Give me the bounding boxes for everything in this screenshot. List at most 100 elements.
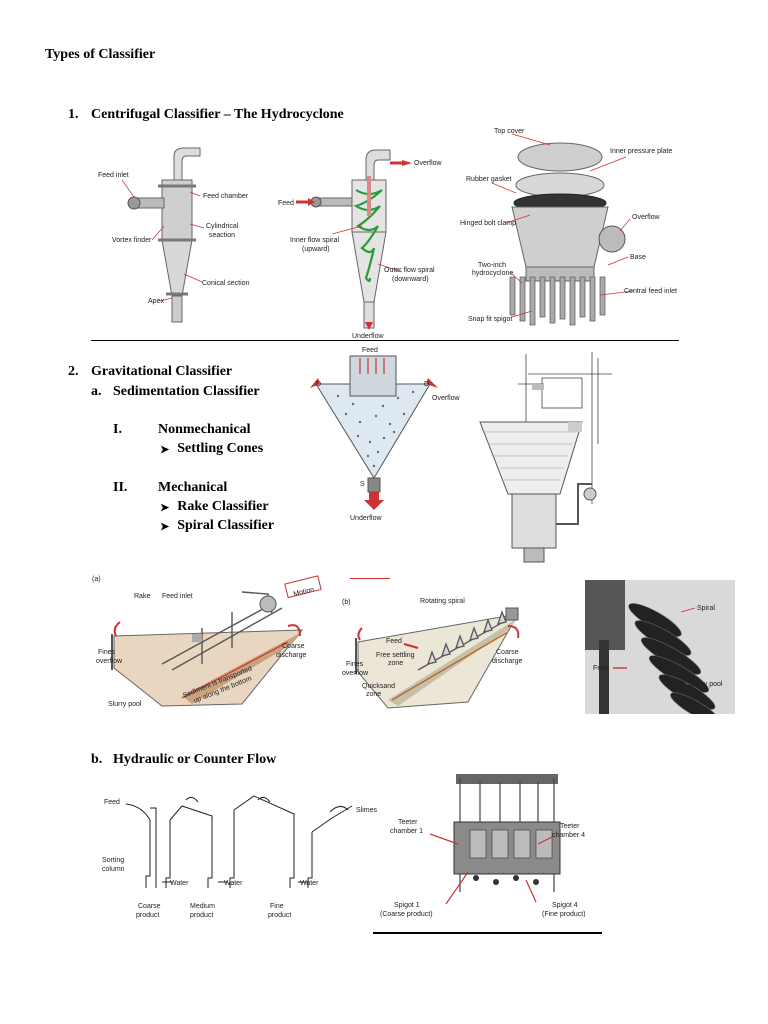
bullet-text: Spiral Classifier	[177, 518, 275, 533]
label-apex: Apex	[148, 298, 164, 305]
settling-cone-diagram: Feed D D Overflow S Underflow	[310, 347, 461, 522]
label-feed: Feed	[362, 347, 378, 354]
label-quicksand-zone: zone	[366, 691, 381, 698]
label-underflow: Underflow	[350, 515, 382, 522]
label-vortex-finder: Vortex finder	[112, 237, 152, 244]
arrow-bullet-icon: ➤	[160, 501, 170, 514]
label-overflow-c: Overflow	[632, 214, 661, 221]
spiral-classifier-diagram: (b) Rotating spiral Feed Free settling z…	[342, 598, 522, 709]
label-outer-spiral-2: (downward)	[392, 276, 429, 283]
label-feed-chamber: Feed chamber	[203, 193, 249, 200]
label-slurry-pool: Slurry pool	[108, 701, 142, 708]
label-fine: Fine	[270, 903, 284, 910]
label-top-cover: Top cover	[494, 128, 525, 135]
label-coarse: Coarse	[138, 903, 161, 910]
label-two-inch: Two-inch	[478, 262, 506, 269]
page-title: Types of Classifier	[45, 47, 156, 62]
label-overflow: overflow	[342, 670, 369, 677]
bullet-text: Settling Cones	[177, 441, 264, 456]
subsection-b-letter: b.	[91, 752, 103, 767]
label-overflow: Overflow	[414, 160, 443, 167]
subsection-a-heading: Sedimentation Classifier	[113, 384, 260, 399]
item-i-roman: I.	[113, 422, 122, 437]
label-b: (b)	[342, 599, 351, 606]
label-spigot-1: Spigot 1	[394, 902, 420, 909]
label-water-3: Water	[300, 880, 319, 887]
section-1-heading: Centrifugal Classifier – The Hydrocyclon…	[91, 107, 344, 122]
label-fine-product: (Fine product)	[542, 911, 586, 918]
subsection-a-letter: a.	[91, 384, 102, 399]
label-cylindrical: Cylindrical	[206, 223, 239, 230]
item-i-heading: Nonmechanical	[158, 422, 251, 437]
label-conical-section: Conical section	[202, 280, 250, 287]
label-discharge: discharge	[276, 652, 306, 659]
section-2-number: 2.	[68, 364, 79, 379]
flow-spiral-diagram: Overflow Feed Inner flow spiral (upward)…	[278, 149, 443, 340]
label-seaction: seaction	[209, 232, 235, 239]
label-s: S	[360, 481, 365, 488]
bullet-settling-cones: ➤ Settling Cones	[160, 441, 263, 457]
spiral-photo: Spiral Feed Slurry pool	[585, 580, 735, 714]
label-rake: Rake	[134, 593, 150, 600]
label-feed-inlet: Feed inlet	[162, 593, 193, 600]
label-feed: Feed	[104, 799, 120, 806]
bullet-rake-classifier: ➤ Rake Classifier	[160, 499, 269, 515]
label-inner-spiral-2: (upward)	[302, 246, 330, 253]
label-d-left: D	[316, 381, 321, 388]
label-fine-product: product	[268, 912, 291, 919]
divider-1	[91, 340, 679, 341]
label-a: (a)	[92, 576, 101, 583]
label-water-1: Water	[170, 880, 189, 887]
label-d-right: D	[424, 381, 429, 388]
label-slurry-pool: Slurry pool	[689, 681, 723, 688]
arrow-bullet-icon: ➤	[160, 520, 170, 533]
label-free-settling: Free settling	[376, 652, 415, 659]
label-medium: Medium	[190, 903, 215, 910]
label-sorting: Sorting	[102, 857, 124, 864]
rake-classifier-diagram: (a) Rake Feed inlet Motion Fines overflo…	[92, 575, 322, 708]
label-snap-fit-spigot: Snap fit spigot	[468, 316, 512, 323]
label-rotating-spiral: Rotating spiral	[420, 598, 465, 605]
label-teeter-4: Teeter	[560, 823, 580, 830]
arrow-bullet-icon: ➤	[160, 443, 170, 456]
teeter-chamber-photo: Teeter chamber 1 Teeter chamber 4 Spigot…	[380, 774, 586, 918]
label-inner-pressure-plate: Inner pressure plate	[610, 148, 672, 155]
label-coarse-product: (Coarse product)	[380, 911, 433, 918]
label-discharge: discharge	[492, 658, 522, 665]
section-1-number: 1.	[68, 107, 79, 122]
hydraulic-classifier-diagram: Feed Slimes Sorting column Water Water W…	[102, 795, 378, 919]
label-underflow: Underflow	[352, 333, 384, 340]
hydrocyclone-diagram: Feed inlet Feed chamber Cylindrical seac…	[98, 147, 250, 323]
item-ii-heading: Mechanical	[158, 480, 228, 495]
label-feed: Feed	[386, 638, 402, 645]
label-overflow: overflow	[96, 658, 123, 665]
label-water-2: Water	[224, 880, 243, 887]
label-zone: zone	[388, 660, 403, 667]
label-base: Base	[630, 254, 646, 261]
label-feed: Feed	[593, 665, 609, 672]
label-chamber-4: chamber 4	[552, 832, 585, 839]
label-chamber-1: chamber 1	[390, 828, 423, 835]
cyclone-cluster-diagram: Top cover Inner pressure plate Rubber ga…	[460, 128, 677, 326]
section-2-heading: Gravitational Classifier	[91, 364, 233, 379]
label-fines: Fines	[346, 661, 364, 668]
label-quicksand: Quicksand	[362, 683, 395, 690]
label-spiral: Spiral	[697, 605, 715, 612]
label-coarse: Coarse	[282, 643, 305, 650]
label-column: column	[102, 866, 125, 873]
label-overflow: Overflow	[432, 395, 461, 402]
label-feed: Feed	[278, 200, 294, 207]
label-central-feed-inlet: Central feed inlet	[624, 288, 677, 295]
label-slimes: Slimes	[356, 807, 378, 814]
label-coarse: Coarse	[496, 649, 519, 656]
label-hydrocyclone: hydrocyclone	[472, 270, 513, 277]
label-spigot-4: Spigot 4	[552, 902, 578, 909]
bullet-spiral-classifier: ➤ Spiral Classifier	[160, 518, 274, 534]
red-line	[350, 578, 390, 579]
label-teeter-1: Teeter	[398, 819, 418, 826]
subsection-b-heading: Hydraulic or Counter Flow	[113, 752, 277, 767]
label-rubber-gasket: Rubber gasket	[466, 176, 512, 183]
label-hinged-bolt-clamp: Hinged bolt clamp	[460, 220, 516, 227]
classifier-schematic-diagram	[479, 352, 612, 563]
bullet-text: Rake Classifier	[177, 499, 269, 514]
